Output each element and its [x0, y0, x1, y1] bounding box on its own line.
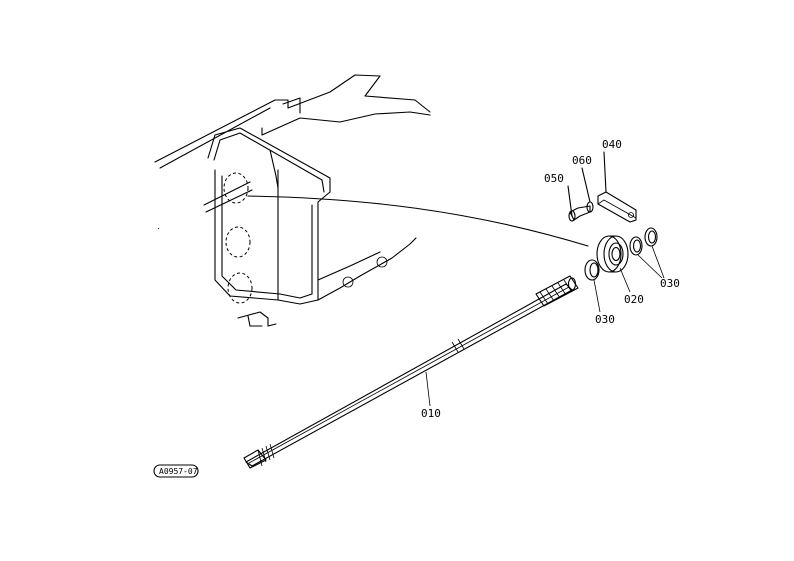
bore-top-dashed	[223, 172, 249, 204]
shaft-010	[243, 275, 579, 469]
leader-030-right-b	[651, 245, 665, 279]
stopper-plate-040	[597, 151, 637, 223]
bolt-050	[567, 185, 591, 222]
snap-ring-030-right-b	[644, 227, 658, 247]
label-010: 010	[421, 407, 441, 420]
label-040: 040	[602, 138, 622, 151]
label-030-left: 030	[595, 313, 615, 326]
reference-code-badge: A0957-07	[153, 464, 199, 478]
assembly-leader-line	[247, 195, 589, 247]
bore-bottom-dashed	[227, 272, 253, 304]
label-030-right: 030	[660, 277, 680, 290]
label-020: 020	[624, 293, 644, 306]
leader-030-right-a	[637, 254, 663, 279]
bearing-020	[596, 235, 629, 273]
label-060: 060	[572, 154, 592, 167]
snap-ring-030-right-a	[629, 236, 643, 256]
transmission-housing	[154, 74, 431, 327]
label-050: 050	[544, 172, 564, 185]
snap-ring-030-left	[584, 259, 600, 281]
leader-030-left	[593, 279, 601, 313]
bore-middle-dashed	[225, 226, 251, 258]
washer-060	[581, 167, 594, 213]
leader-010	[425, 371, 431, 407]
reference-code-text: A0957-07	[159, 467, 198, 476]
leader-020	[619, 267, 631, 293]
